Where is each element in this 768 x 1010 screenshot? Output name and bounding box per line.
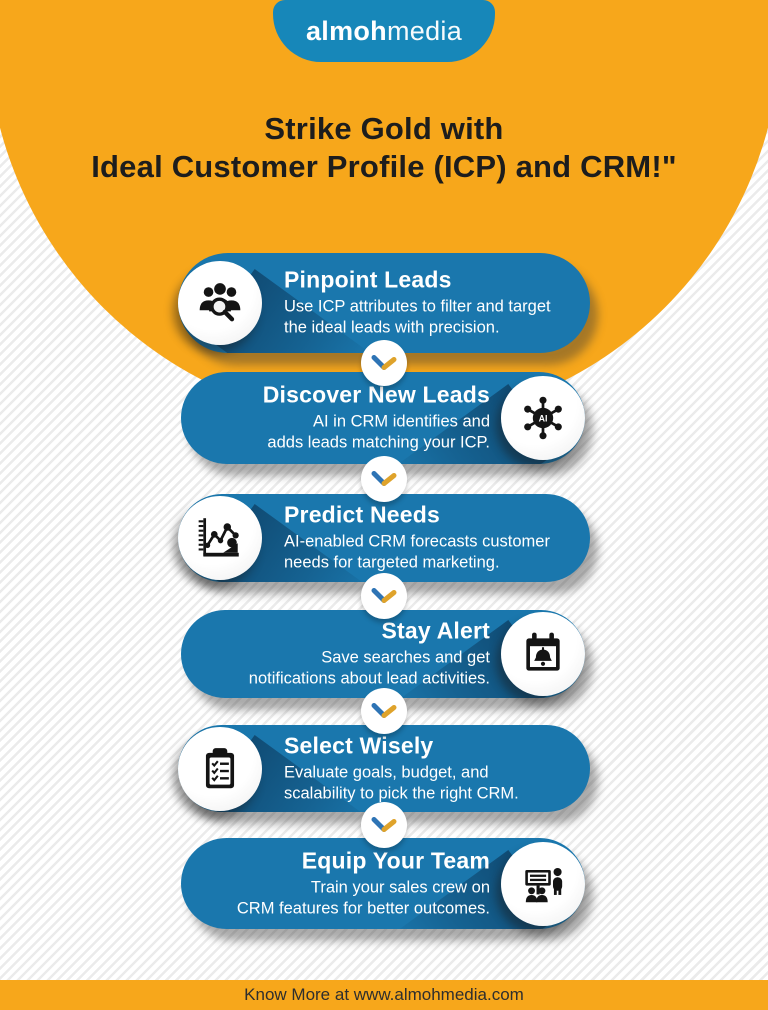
- step-5-pill: Select Wisely Evaluate goals, budget, an…: [178, 725, 590, 812]
- page-title: Strike Gold with Ideal Customer Profile …: [0, 110, 768, 186]
- step-description: Evaluate goals, budget, and scalability …: [284, 763, 519, 803]
- footer-text: Know More at www.almohmedia.com: [244, 985, 524, 1004]
- step-5-text: Select Wisely Evaluate goals, budget, an…: [284, 732, 519, 805]
- step-description: AI-enabled CRM forecasts customer needs …: [284, 532, 550, 572]
- svg-text:AI: AI: [539, 413, 548, 423]
- step-2-pill: AI Discover New Leads AI in CRM identifi…: [181, 372, 585, 464]
- step-5-icon-circle: [178, 726, 262, 811]
- step-heading: Discover New Leads: [262, 381, 490, 408]
- step-description: Use ICP attributes to filter and target …: [284, 297, 551, 337]
- step-1-text: Pinpoint Leads Use ICP attributes to fil…: [284, 267, 551, 340]
- step-heading: Stay Alert: [381, 617, 490, 644]
- step-heading: Equip Your Team: [301, 847, 490, 874]
- step-heading: Select Wisely: [284, 732, 434, 759]
- ai-network-icon: AI: [524, 396, 562, 440]
- connector-4: [361, 688, 407, 734]
- checklist-icon: [205, 747, 235, 788]
- step-4-pill: Stay Alert Save searches and get notific…: [181, 610, 585, 698]
- brand-logo-bold-text: almoh: [305, 15, 387, 46]
- chevron-down-icon: [371, 588, 397, 603]
- step-heading: Predict Needs: [284, 501, 440, 528]
- people-search-icon: [199, 283, 241, 322]
- calendar-alert-icon: [526, 632, 560, 671]
- step-description: Train your sales crew on CRM features fo…: [236, 878, 490, 918]
- step-description: Save searches and get notifications abou…: [248, 648, 490, 688]
- connector-5: [361, 802, 407, 848]
- step-6-pill: Equip Your Team Train your sales crew on…: [181, 838, 585, 929]
- chevron-down-icon: [371, 703, 397, 718]
- step-4-text: Stay Alert Save searches and get notific…: [249, 618, 490, 691]
- forecast-chart-icon: [198, 518, 239, 557]
- brand-logo-light-text: media: [386, 15, 463, 46]
- page-title-line1: Strike Gold with: [264, 111, 504, 146]
- step-6-icon-circle: [501, 841, 585, 926]
- page-title-line2: Ideal Customer Profile (ICP) and CRM!": [91, 148, 677, 184]
- step-4-icon-circle: [501, 612, 585, 696]
- step-1-icon-circle: [178, 261, 262, 345]
- step-2-icon-circle: AI: [501, 376, 585, 460]
- connector-2: [361, 456, 407, 502]
- step-2-text: Discover New Leads AI in CRM identifies …: [263, 382, 490, 455]
- step-3-pill: Predict Needs AI-enabled CRM forecasts c…: [178, 494, 590, 582]
- chevron-down-icon: [371, 471, 397, 486]
- connector-1: [361, 340, 407, 386]
- training-icon: [525, 867, 563, 902]
- step-1-pill: Pinpoint Leads Use ICP attributes to fil…: [178, 253, 590, 353]
- chevron-down-icon: [371, 355, 397, 370]
- step-heading: Pinpoint Leads: [284, 266, 452, 293]
- step-3-icon-circle: [178, 496, 262, 580]
- step-6-text: Equip Your Team Train your sales crew on…: [237, 847, 490, 920]
- step-3-text: Predict Needs AI-enabled CRM forecasts c…: [284, 502, 550, 575]
- footer-bar: Know More at www.almohmedia.com: [0, 980, 768, 1010]
- connector-3: [361, 573, 407, 619]
- step-description: AI in CRM identifies and adds leads matc…: [267, 412, 490, 452]
- chevron-down-icon: [371, 817, 397, 832]
